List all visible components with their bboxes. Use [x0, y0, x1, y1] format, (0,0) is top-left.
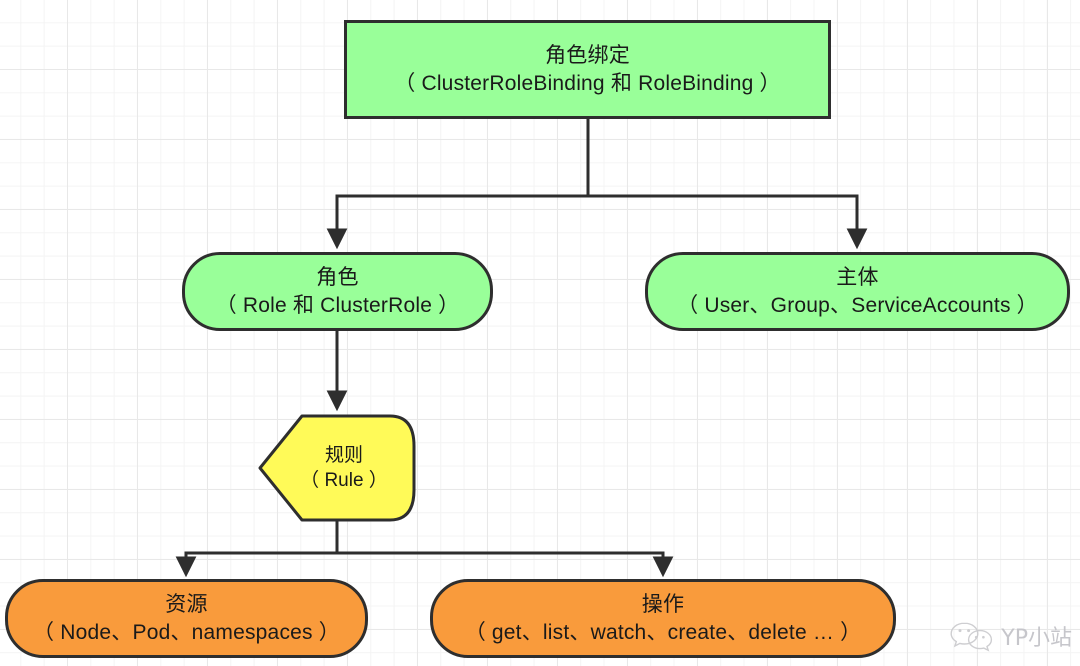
watermark: YP小站 [949, 620, 1072, 652]
node-role-binding-line1: 角色绑定 [545, 43, 630, 67]
rule-shape [258, 414, 416, 522]
node-verb-line2: （ get、list、watch、create、delete … ） [464, 620, 862, 644]
node-rule-text: 规则 （ Rule ） [286, 443, 388, 493]
node-role[interactable]: 角色 （ Role 和 ClusterRole ） [182, 252, 493, 331]
node-subject-line1: 主体 [836, 265, 879, 289]
edge-rolebinding-to-subject [586, 118, 868, 250]
node-role-binding[interactable]: 角色绑定 （ ClusterRoleBinding 和 RoleBinding … [344, 20, 831, 119]
node-subject-line2: （ User、Group、ServiceAccounts ） [677, 293, 1038, 317]
node-rule-line2: （ Rule ） [300, 470, 388, 491]
watermark-text: YP小站 [1001, 626, 1072, 651]
edge-rule-to-verb [335, 521, 674, 578]
edge-rolebinding-to-role [326, 118, 590, 250]
node-verb-line1: 操作 [641, 592, 685, 616]
edge-rule-to-resource [175, 521, 339, 578]
node-role-binding-line2: （ ClusterRoleBinding 和 RoleBinding ） [394, 71, 781, 95]
node-rule-line1: 规则 [324, 444, 363, 466]
node-resource-line1: 资源 [165, 592, 208, 616]
node-resource[interactable]: 资源 （ Node、Pod、namespaces ） [5, 579, 368, 658]
node-role-line1: 角色 [316, 265, 359, 289]
node-subject[interactable]: 主体 （ User、Group、ServiceAccounts ） [645, 252, 1070, 331]
node-role-line2: （ Role 和 ClusterRole ） [215, 293, 460, 317]
node-rule[interactable]: 规则 （ Rule ） [258, 414, 416, 522]
wechat-icon [950, 622, 993, 652]
node-resource-line2: （ Node、Pod、namespaces ） [33, 620, 340, 644]
node-verb[interactable]: 操作 （ get、list、watch、create、delete … ） [430, 579, 896, 658]
